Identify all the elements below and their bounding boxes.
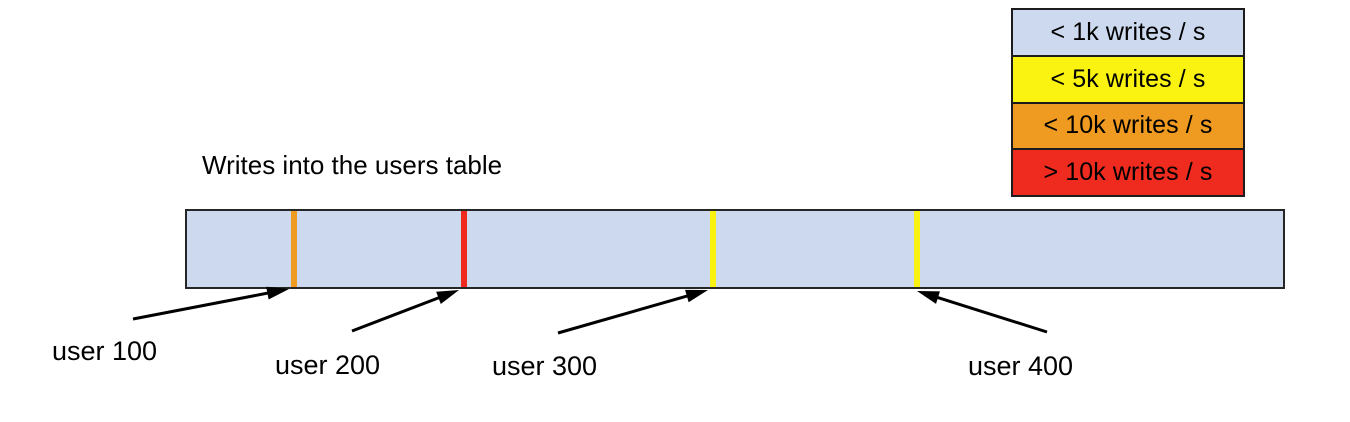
hotspot-marker-user-300 xyxy=(710,211,716,287)
legend-row-4: > 10k writes / s xyxy=(1013,150,1243,195)
arrow-head-2 xyxy=(436,290,459,304)
hotspot-marker-user-400 xyxy=(914,211,920,287)
legend-label-2: < 5k writes / s xyxy=(1050,64,1206,93)
arrow-shaft-1 xyxy=(132,290,274,321)
legend-row-1: < 1k writes / s xyxy=(1013,10,1243,57)
legend-label-1: < 1k writes / s xyxy=(1050,17,1206,46)
arrow-shaft-2 xyxy=(351,294,445,333)
callout-label-user-400: user 400 xyxy=(968,351,1074,381)
hotspot-marker-user-100 xyxy=(291,211,297,287)
legend-row-3: < 10k writes / s xyxy=(1013,103,1243,151)
arrow-head-4 xyxy=(917,291,940,304)
callout-label-user-200: user 200 xyxy=(275,350,381,380)
legend-label-4: > 10k writes / s xyxy=(1043,158,1213,187)
legend-label-3: < 10k writes / s xyxy=(1043,111,1213,140)
legend-row-2: < 5k writes / s xyxy=(1013,56,1243,104)
callout-label-user-100: user 100 xyxy=(52,336,158,366)
users-table-keyspace-bar xyxy=(185,209,1285,289)
arrow-head-3 xyxy=(685,289,708,303)
chart-title: Writes into the users table xyxy=(202,150,503,180)
legend: < 1k writes / s < 5k writes / s < 10k wr… xyxy=(1011,8,1245,197)
arrow-shaft-4 xyxy=(931,294,1048,334)
arrow-shaft-3 xyxy=(557,292,694,335)
callout-label-user-300: user 300 xyxy=(492,351,598,381)
hotspot-marker-user-200 xyxy=(461,211,467,287)
